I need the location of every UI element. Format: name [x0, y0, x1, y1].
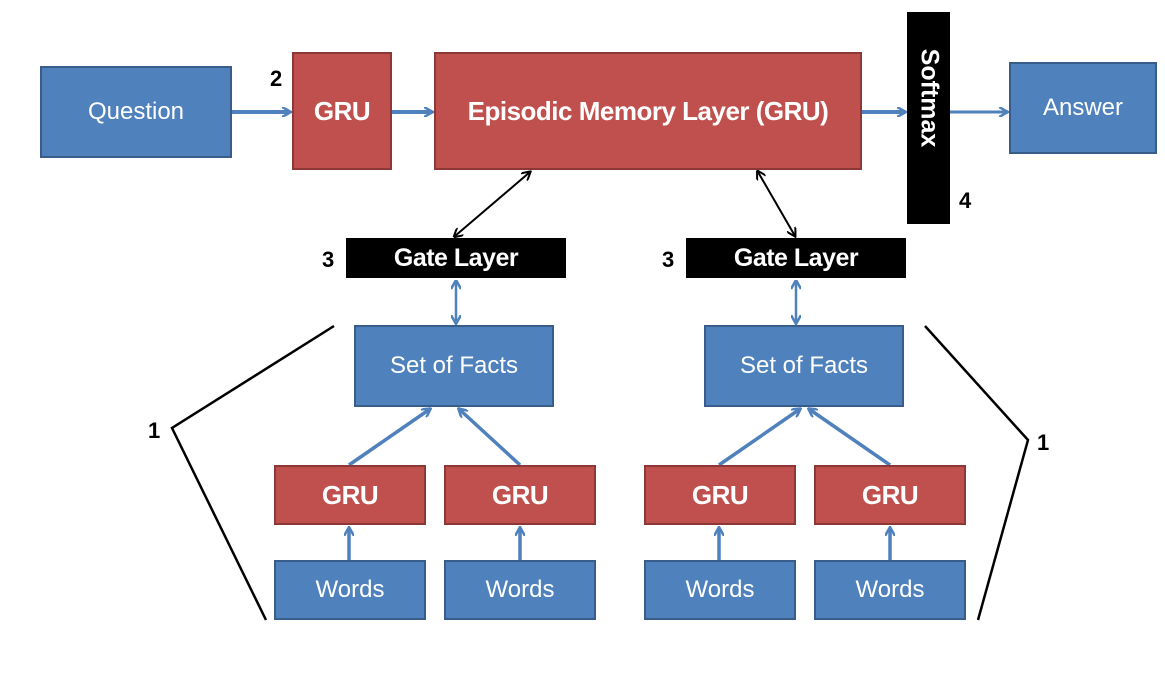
- words-box-4-label: Words: [855, 576, 925, 603]
- gate-layer-left-label: Gate Layer: [393, 243, 519, 272]
- sentence-gru-1: GRU: [274, 465, 426, 525]
- gate-layer-left: Gate Layer: [346, 238, 566, 278]
- arrow-gru3-to-facts: [718, 409, 800, 467]
- answer-label: Answer: [1042, 94, 1124, 121]
- question-gru-box: GRU: [292, 52, 392, 170]
- facts-left-box: Set of Facts: [354, 325, 554, 407]
- sentence-gru-2: GRU: [444, 465, 596, 525]
- bracket-right: [924, 325, 1030, 621]
- step-label-1-left: 1: [148, 418, 161, 443]
- softmax-box: [907, 12, 950, 224]
- words-box-3-label: Words: [685, 576, 755, 603]
- arrow-memory-gate-left: [455, 172, 530, 236]
- words-box-2: Words: [444, 560, 596, 620]
- gate-layer-right-label: Gate Layer: [733, 243, 859, 272]
- softmax-label: Softmax: [915, 48, 944, 148]
- arrow-memory-gate-right: [758, 172, 795, 236]
- sentence-gru-4: GRU: [814, 465, 966, 525]
- question-label: Question: [87, 98, 185, 125]
- facts-right-label: Set of Facts: [739, 352, 869, 379]
- facts-right-box: Set of Facts: [704, 325, 904, 407]
- arrow-gru1-to-facts: [348, 409, 430, 467]
- episodic-memory-box: Episodic Memory Layer (GRU): [434, 52, 862, 170]
- words-box-4: Words: [814, 560, 966, 620]
- gate-layer-right: Gate Layer: [686, 238, 906, 278]
- words-box-1: Words: [274, 560, 426, 620]
- step-label-3-left: 3: [322, 247, 335, 272]
- question-box: Question: [40, 66, 232, 158]
- episodic-memory-label: Episodic Memory Layer (GRU): [467, 95, 829, 126]
- step-label-2: 2: [270, 66, 283, 91]
- sentence-gru-1-label: GRU: [321, 479, 379, 510]
- step-label-4: 4: [959, 188, 972, 213]
- step-label-3-right: 3: [662, 247, 675, 272]
- question-gru-label: GRU: [313, 95, 371, 126]
- words-box-1-label: Words: [315, 576, 385, 603]
- words-box-3: Words: [644, 560, 796, 620]
- words-box-2-label: Words: [485, 576, 555, 603]
- sentence-gru-2-label: GRU: [491, 479, 549, 510]
- step-label-1-right: 1: [1037, 430, 1050, 455]
- bracket-left: [170, 324, 335, 621]
- arrow-gru2-to-facts: [459, 409, 522, 467]
- arrow-gru4-to-facts: [809, 409, 891, 467]
- sentence-gru-3-label: GRU: [691, 479, 749, 510]
- sentence-gru-4-label: GRU: [861, 479, 919, 510]
- facts-left-label: Set of Facts: [389, 352, 519, 379]
- sentence-gru-3: GRU: [644, 465, 796, 525]
- answer-box: Answer: [1009, 62, 1157, 154]
